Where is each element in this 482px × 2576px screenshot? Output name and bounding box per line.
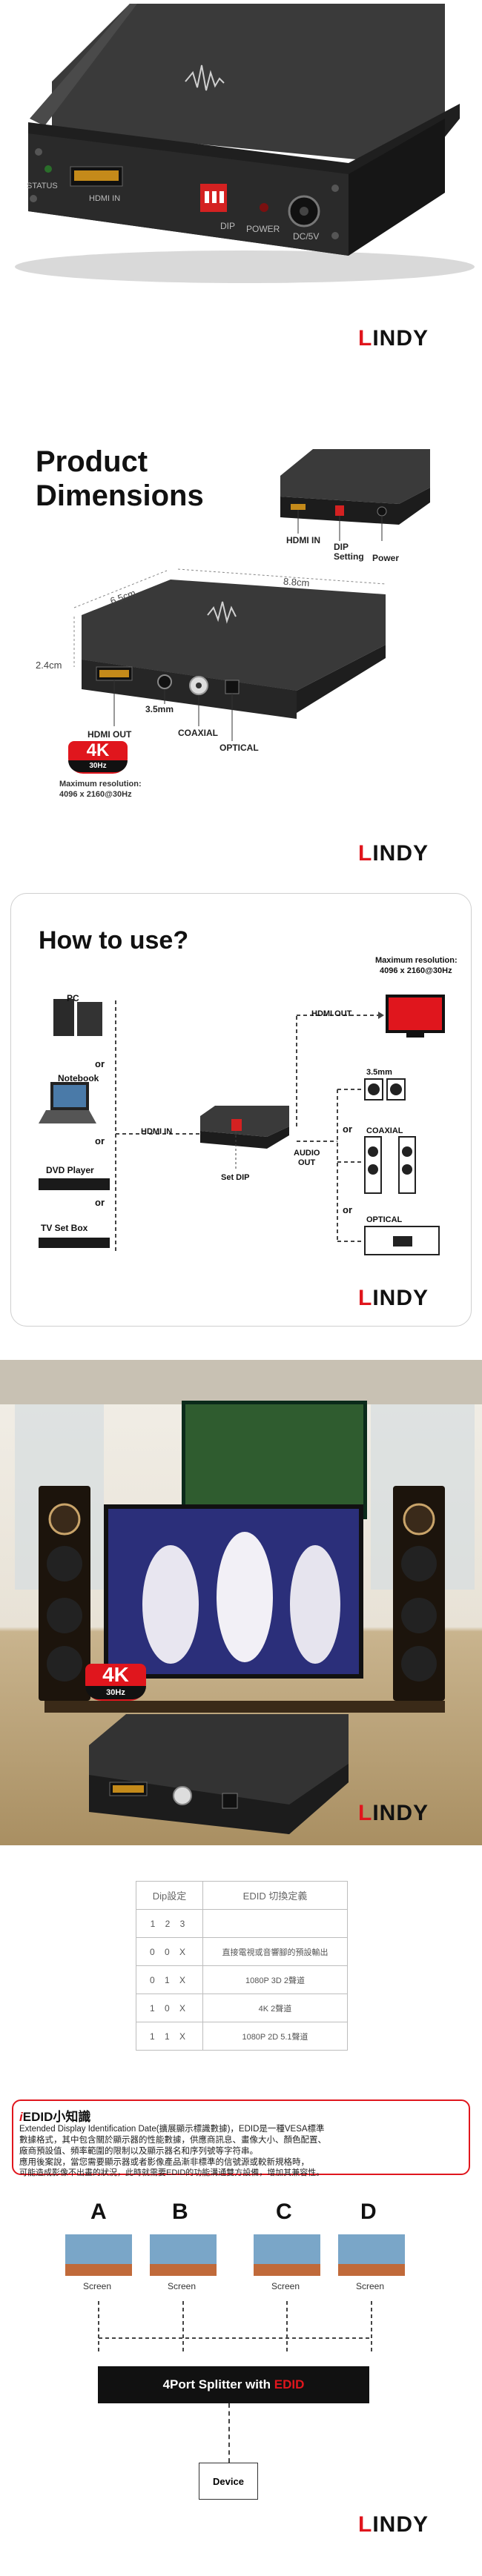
lindy-logo: LINDY bbox=[358, 841, 429, 866]
hdmi-in-label: HDMI IN bbox=[89, 194, 121, 203]
table-cell: 0 1 X bbox=[136, 1965, 203, 1994]
table-cell: 1080P 2D 5.1聲道 bbox=[202, 2022, 348, 2051]
edid-info-box bbox=[12, 2099, 470, 2175]
how-max-res-value: 4096 x 2160@30Hz bbox=[380, 966, 452, 975]
hdmi-in-label: HDMI IN bbox=[141, 1127, 173, 1136]
or-label-2: or bbox=[95, 1135, 105, 1146]
hero-device-image bbox=[15, 4, 475, 283]
or-label-5: or bbox=[343, 1204, 352, 1215]
dip-label: DIP bbox=[220, 221, 236, 231]
dc-label: DC/5V bbox=[293, 231, 320, 242]
table-cell: 0 0 X bbox=[136, 1937, 203, 1966]
hdmi-out-label: HDMI OUT bbox=[311, 1009, 352, 1018]
hero-section: STATUS HDMI IN DIP POWER DC/5V LINDY bbox=[0, 0, 482, 356]
edid-line-3: 廠商預設值、頻率範圍的限制以及顯示器名和序列號等字符串。 bbox=[19, 2147, 258, 2156]
or-label-1: or bbox=[95, 1058, 105, 1069]
edid-line-4: 應用後案說，當您需要顯示器或者影像產品漸非標準的信號源或較新規格時， bbox=[19, 2158, 309, 2167]
header-edid: EDID 切換定義 bbox=[202, 1881, 348, 1910]
table-cell bbox=[202, 1909, 348, 1938]
set-dip-label: Set DIP bbox=[221, 1173, 250, 1182]
screen-a-letter: A bbox=[90, 2200, 107, 2224]
room-illustration bbox=[0, 1360, 482, 1834]
table-cell: 1 0 X bbox=[136, 1994, 203, 2022]
screen-a-label: Screen bbox=[83, 2281, 112, 2291]
audio-out-label-2: OUT bbox=[298, 1158, 316, 1167]
table-cell: 1 1 X bbox=[136, 2022, 203, 2051]
source-pc-label: PC bbox=[67, 993, 79, 1003]
table-cell: 直接電視或音響腳的預設輸出 bbox=[202, 1937, 348, 1966]
screen-d-label: Screen bbox=[356, 2281, 385, 2291]
length-dimension: 8.8cm bbox=[283, 575, 310, 589]
screens-diagram bbox=[65, 2234, 405, 2353]
screen-b-label: Screen bbox=[168, 2281, 197, 2291]
lindy-logo: LINDY bbox=[358, 326, 429, 351]
how-to-use-diagram bbox=[39, 995, 445, 1255]
height-dimension: 2.4cm bbox=[36, 660, 62, 671]
table-row: 1 1 X 1080P 2D 5.1聲道 bbox=[136, 2022, 348, 2051]
table-cell: 1 2 3 bbox=[136, 1909, 203, 1938]
power-label: POWER bbox=[246, 224, 280, 234]
top-hdmi-in-label: HDMI IN bbox=[286, 535, 320, 545]
dip-settings-table: Dip設定 EDID 切換定義 1 2 3 0 0 X 直接電視或音響腳的預設輸… bbox=[136, 1881, 348, 2051]
source-tvbox-label: TV Set Box bbox=[41, 1223, 88, 1233]
edid-line-5: 可能造成影像不出畫的狀況，此時就需要EDID的功能溝通雙方設備，增加其兼容性。 bbox=[19, 2168, 325, 2177]
room-4k-badge: 4K 30Hz bbox=[85, 1664, 146, 1701]
header-dip: Dip設定 bbox=[136, 1881, 203, 1910]
source-dvd-label: DVD Player bbox=[46, 1165, 94, 1175]
top-dip-setting-label: DIP Setting bbox=[334, 542, 364, 562]
bottom-coaxial-label: COAXIAL bbox=[178, 728, 218, 738]
dim-max-res-value: 4096 x 2160@30Hz bbox=[59, 790, 132, 799]
dimensions-diagram bbox=[73, 449, 430, 741]
or-label-4: or bbox=[343, 1123, 352, 1135]
table-cell: 4K 2聲道 bbox=[202, 1994, 348, 2022]
bottom-hdmi-out-label: HDMI OUT bbox=[88, 729, 132, 740]
screen-c-label: Screen bbox=[271, 2281, 300, 2291]
splitter-box: 4Port Splitter with EDID bbox=[98, 2366, 369, 2403]
screen-d-letter: D bbox=[360, 2200, 377, 2224]
lindy-logo: LINDY bbox=[358, 2512, 429, 2537]
lindy-logo: LINDY bbox=[358, 1801, 429, 1825]
audio-out-label-1: AUDIO bbox=[294, 1149, 320, 1158]
screen-c-letter: C bbox=[276, 2200, 292, 2224]
lindy-logo: LINDY bbox=[358, 1286, 429, 1310]
bottom-35mm-label: 3.5mm bbox=[145, 704, 174, 714]
how-title: How to use? bbox=[39, 926, 189, 955]
status-label: STATUS bbox=[27, 182, 58, 190]
table-cell: 1080P 3D 2聲道 bbox=[202, 1965, 348, 1994]
table-row: 1 0 X 4K 2聲道 bbox=[136, 1994, 348, 2022]
edid-title: iEDID小知識 bbox=[19, 2110, 91, 2124]
table-header-row: Dip設定 EDID 切換定義 bbox=[136, 1881, 348, 1910]
table-row: 0 1 X 1080P 3D 2聲道 bbox=[136, 1965, 348, 1994]
4k-badge: 4K 30Hz bbox=[68, 741, 128, 774]
device-box: Device bbox=[199, 2463, 258, 2500]
top-power-label: Power bbox=[372, 553, 400, 563]
living-room-scene: 4K 30Hz LINDY bbox=[0, 1360, 482, 1845]
or-label-3: or bbox=[95, 1197, 105, 1208]
how-max-res-label: Maximum resolution: bbox=[375, 956, 458, 965]
dim-max-res-label: Maximum resolution: bbox=[59, 780, 142, 789]
edid-line-2: 數據格式，其中包含關於顯示器的性能數據，供應商訊息、畫像大小、顏色配置、 bbox=[19, 2136, 326, 2145]
table-row: 1 2 3 bbox=[136, 1909, 348, 1938]
source-notebook-label: Notebook bbox=[58, 1073, 99, 1083]
table-row: 0 0 X 直接電視或音響腳的預設輸出 bbox=[136, 1937, 348, 1966]
bottom-optical-label: OPTICAL bbox=[219, 743, 259, 753]
output-optical-label: OPTICAL bbox=[366, 1215, 403, 1224]
edid-line-1: Extended Display Identification Date(擴展顯… bbox=[19, 2125, 325, 2134]
device-connector bbox=[228, 2403, 230, 2463]
screen-b-letter: B bbox=[172, 2200, 188, 2224]
output-coaxial-label: COAXIAL bbox=[366, 1126, 403, 1135]
output-35mm-label: 3.5mm bbox=[366, 1068, 392, 1077]
